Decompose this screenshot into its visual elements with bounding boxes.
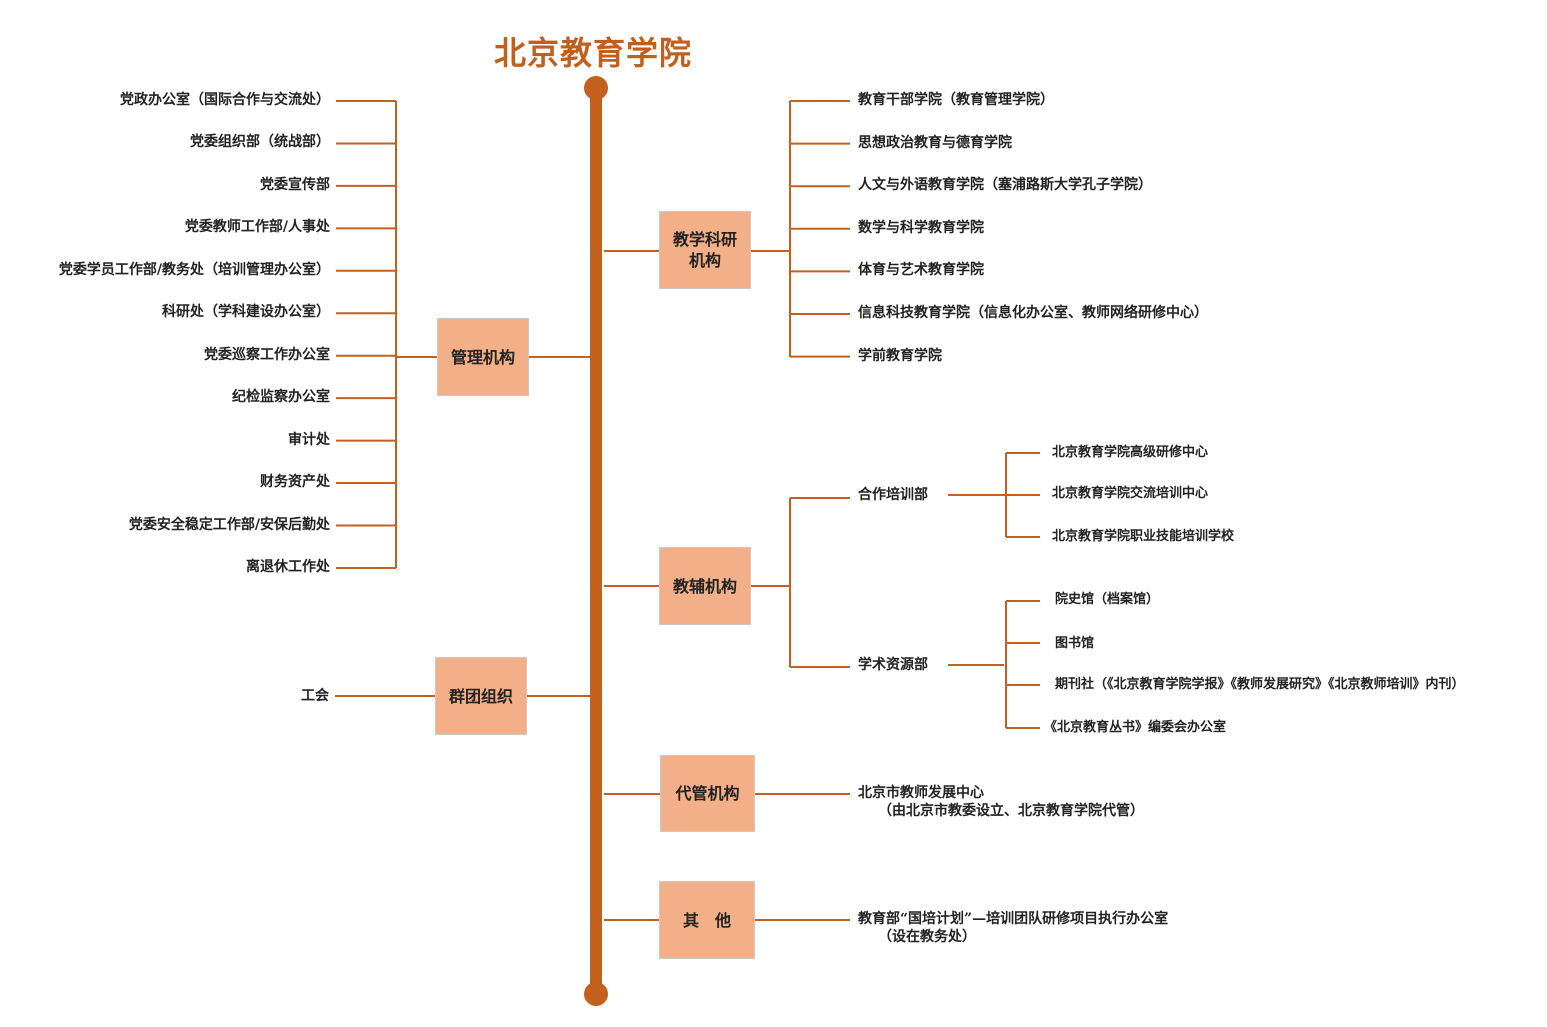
management-item: 党委教师工作部/人事处 <box>184 219 330 236</box>
managed-label: 代管机构 <box>675 784 740 803</box>
teaching-item: 数学与科学教育学院 <box>858 219 984 236</box>
cooperation-item: 北京教育学院交流培训中心 <box>1052 486 1209 501</box>
managed-item: 北京市教师发展中心 （由北京市教委设立、北京教育学院代管） <box>858 784 1144 820</box>
management-item: 党委巡察工作办公室 <box>204 346 330 363</box>
auxiliary-label: 教辅机构 <box>672 576 737 596</box>
other-item-line2: （设在教务处） <box>878 929 976 945</box>
teaching-box: 教学科研机构 <box>659 211 751 289</box>
management-label: 管理机构 <box>450 347 515 367</box>
teaching-item: 体育与艺术教育学院 <box>858 262 984 279</box>
managed-item-line1: 北京市教师发展中心 <box>858 785 984 801</box>
groups-label: 群团组织 <box>448 686 513 706</box>
management-item: 离退休工作处 <box>246 558 330 575</box>
other-box: 其 他 <box>659 881 755 959</box>
management-item: 党委安全稳定工作部/安保后勤处 <box>128 516 330 533</box>
other-item-line1: 教育部“国培计划”—培训团队研修项目执行办公室 <box>858 911 1169 927</box>
page-title: 北京教育学院 <box>494 34 693 72</box>
teaching-label-line1: 教学科研 <box>672 230 737 249</box>
teaching-item: 学前教育学院 <box>858 347 942 364</box>
other-item: 教育部“国培计划”—培训团队研修项目执行办公室 （设在教务处） <box>858 910 1168 946</box>
management-item: 党委宣传部 <box>260 176 330 193</box>
management-box: 管理机构 <box>437 318 529 396</box>
other-label: 其 他 <box>682 910 731 930</box>
cooperation-label: 合作培训部 <box>858 487 928 503</box>
management-item: 审计处 <box>288 431 330 448</box>
teaching-label-line2: 机构 <box>688 251 721 270</box>
management-item: 纪检监察办公室 <box>232 389 330 406</box>
managed-box: 代管机构 <box>660 755 755 832</box>
auxiliary-box: 教辅机构 <box>659 547 751 625</box>
management-item: 党政办公室（国际合作与交流处） <box>120 92 330 108</box>
cooperation-item: 北京教育学院高级研修中心 <box>1052 445 1209 460</box>
academic-item: 期刊社（《北京教育学院学报》《教师发展研究》《北京教师培训》内刊） <box>1055 677 1465 692</box>
groups-box: 群团组织 <box>435 657 527 735</box>
teaching-item: 信息科技教育学院（信息化办公室、教师网络研修中心） <box>858 305 1208 321</box>
academic-item: 《北京教育丛书》编委会办公室 <box>1044 720 1227 735</box>
cooperation-item: 北京教育学院职业技能培训学校 <box>1052 529 1235 544</box>
managed-item-line2: （由北京市教委设立、北京教育学院代管） <box>878 803 1144 819</box>
management-item: 党委组织部（统战部） <box>190 134 330 151</box>
academic-item: 院史馆（档案馆） <box>1055 592 1160 607</box>
groups-item-union: 工会 <box>301 688 329 704</box>
teaching-item: 人文与外语教育学院（塞浦路斯大学孔子学院） <box>858 177 1152 194</box>
management-item: 党委学员工作部/教务处（培训管理办公室） <box>58 261 330 278</box>
teaching-item: 思想政治教育与德育学院 <box>858 134 1012 151</box>
academic-label: 学术资源部 <box>858 657 928 673</box>
teaching-item: 教育干部学院（教育管理学院） <box>858 92 1054 108</box>
management-item: 科研处（学科建设办公室） <box>162 304 330 321</box>
management-item: 财务资产处 <box>260 474 330 491</box>
academic-item: 图书馆 <box>1055 636 1095 651</box>
